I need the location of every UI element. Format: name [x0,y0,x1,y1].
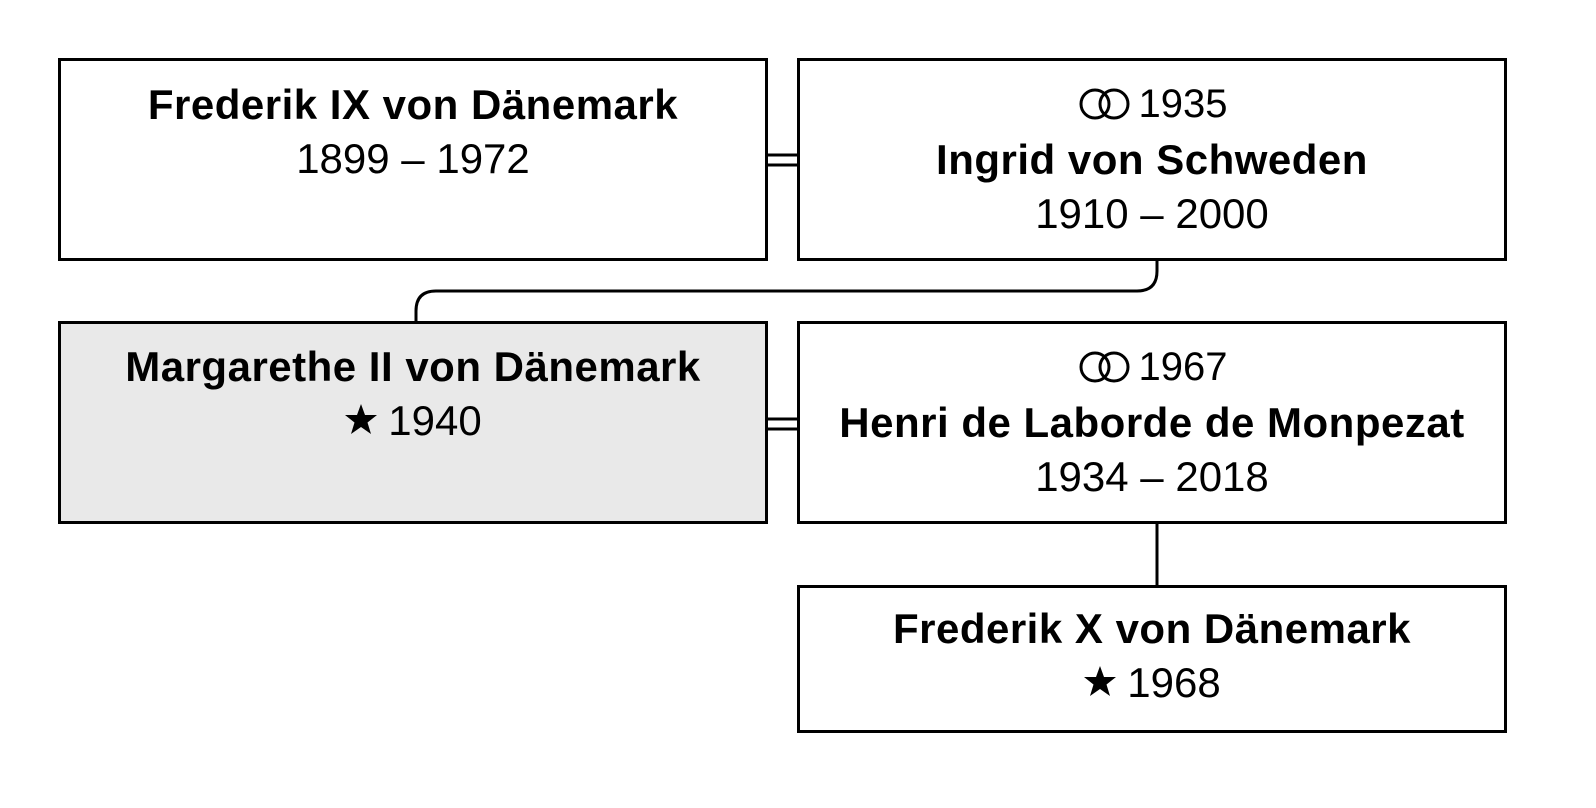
person-dates: 1910 – 2000 [1035,190,1269,237]
person-box-ingrid: 1935 Ingrid von Schweden 1910 – 2000 [797,58,1507,261]
birth-year: 1968 [1127,659,1221,706]
descent-connector-margarethe [414,260,1159,322]
person-box-frederik-ix: Frederik IX von Dänemark 1899 – 1972 [58,58,768,261]
person-name: Henri de Laborde de Monpezat [839,399,1465,446]
person-box-margarethe-ii: Margarethe II von Dänemark 1940 [58,321,768,524]
marriage-info: 1935 [800,79,1504,133]
wedding-rings-icon [1077,83,1133,133]
marriage-connector-1935 [767,153,798,167]
marriage-year: 1935 [1138,82,1228,126]
person-name: Frederik IX von Dänemark [147,81,679,128]
birth-info: 1968 [800,656,1504,712]
marriage-info: 1967 [800,342,1504,396]
marriage-year: 1967 [1138,345,1228,389]
person-box-frederik-x: Frederik X von Dänemark 1968 [797,585,1507,733]
star-icon [1083,658,1117,712]
person-box-henri: 1967 Henri de Laborde de Monpezat 1934 –… [797,321,1507,524]
person-dates: 1934 – 2018 [1035,453,1269,500]
marriage-connector-1967 [767,417,798,431]
birth-info: 1940 [61,394,765,450]
wedding-rings-icon [1077,346,1133,396]
star-icon [344,396,378,450]
person-name: Frederik X von Dänemark [892,605,1412,652]
person-dates: 1899 – 1972 [296,135,530,182]
person-name: Ingrid von Schweden [936,136,1368,183]
person-name: Margarethe II von Dänemark [125,343,701,390]
birth-year: 1940 [388,397,482,444]
